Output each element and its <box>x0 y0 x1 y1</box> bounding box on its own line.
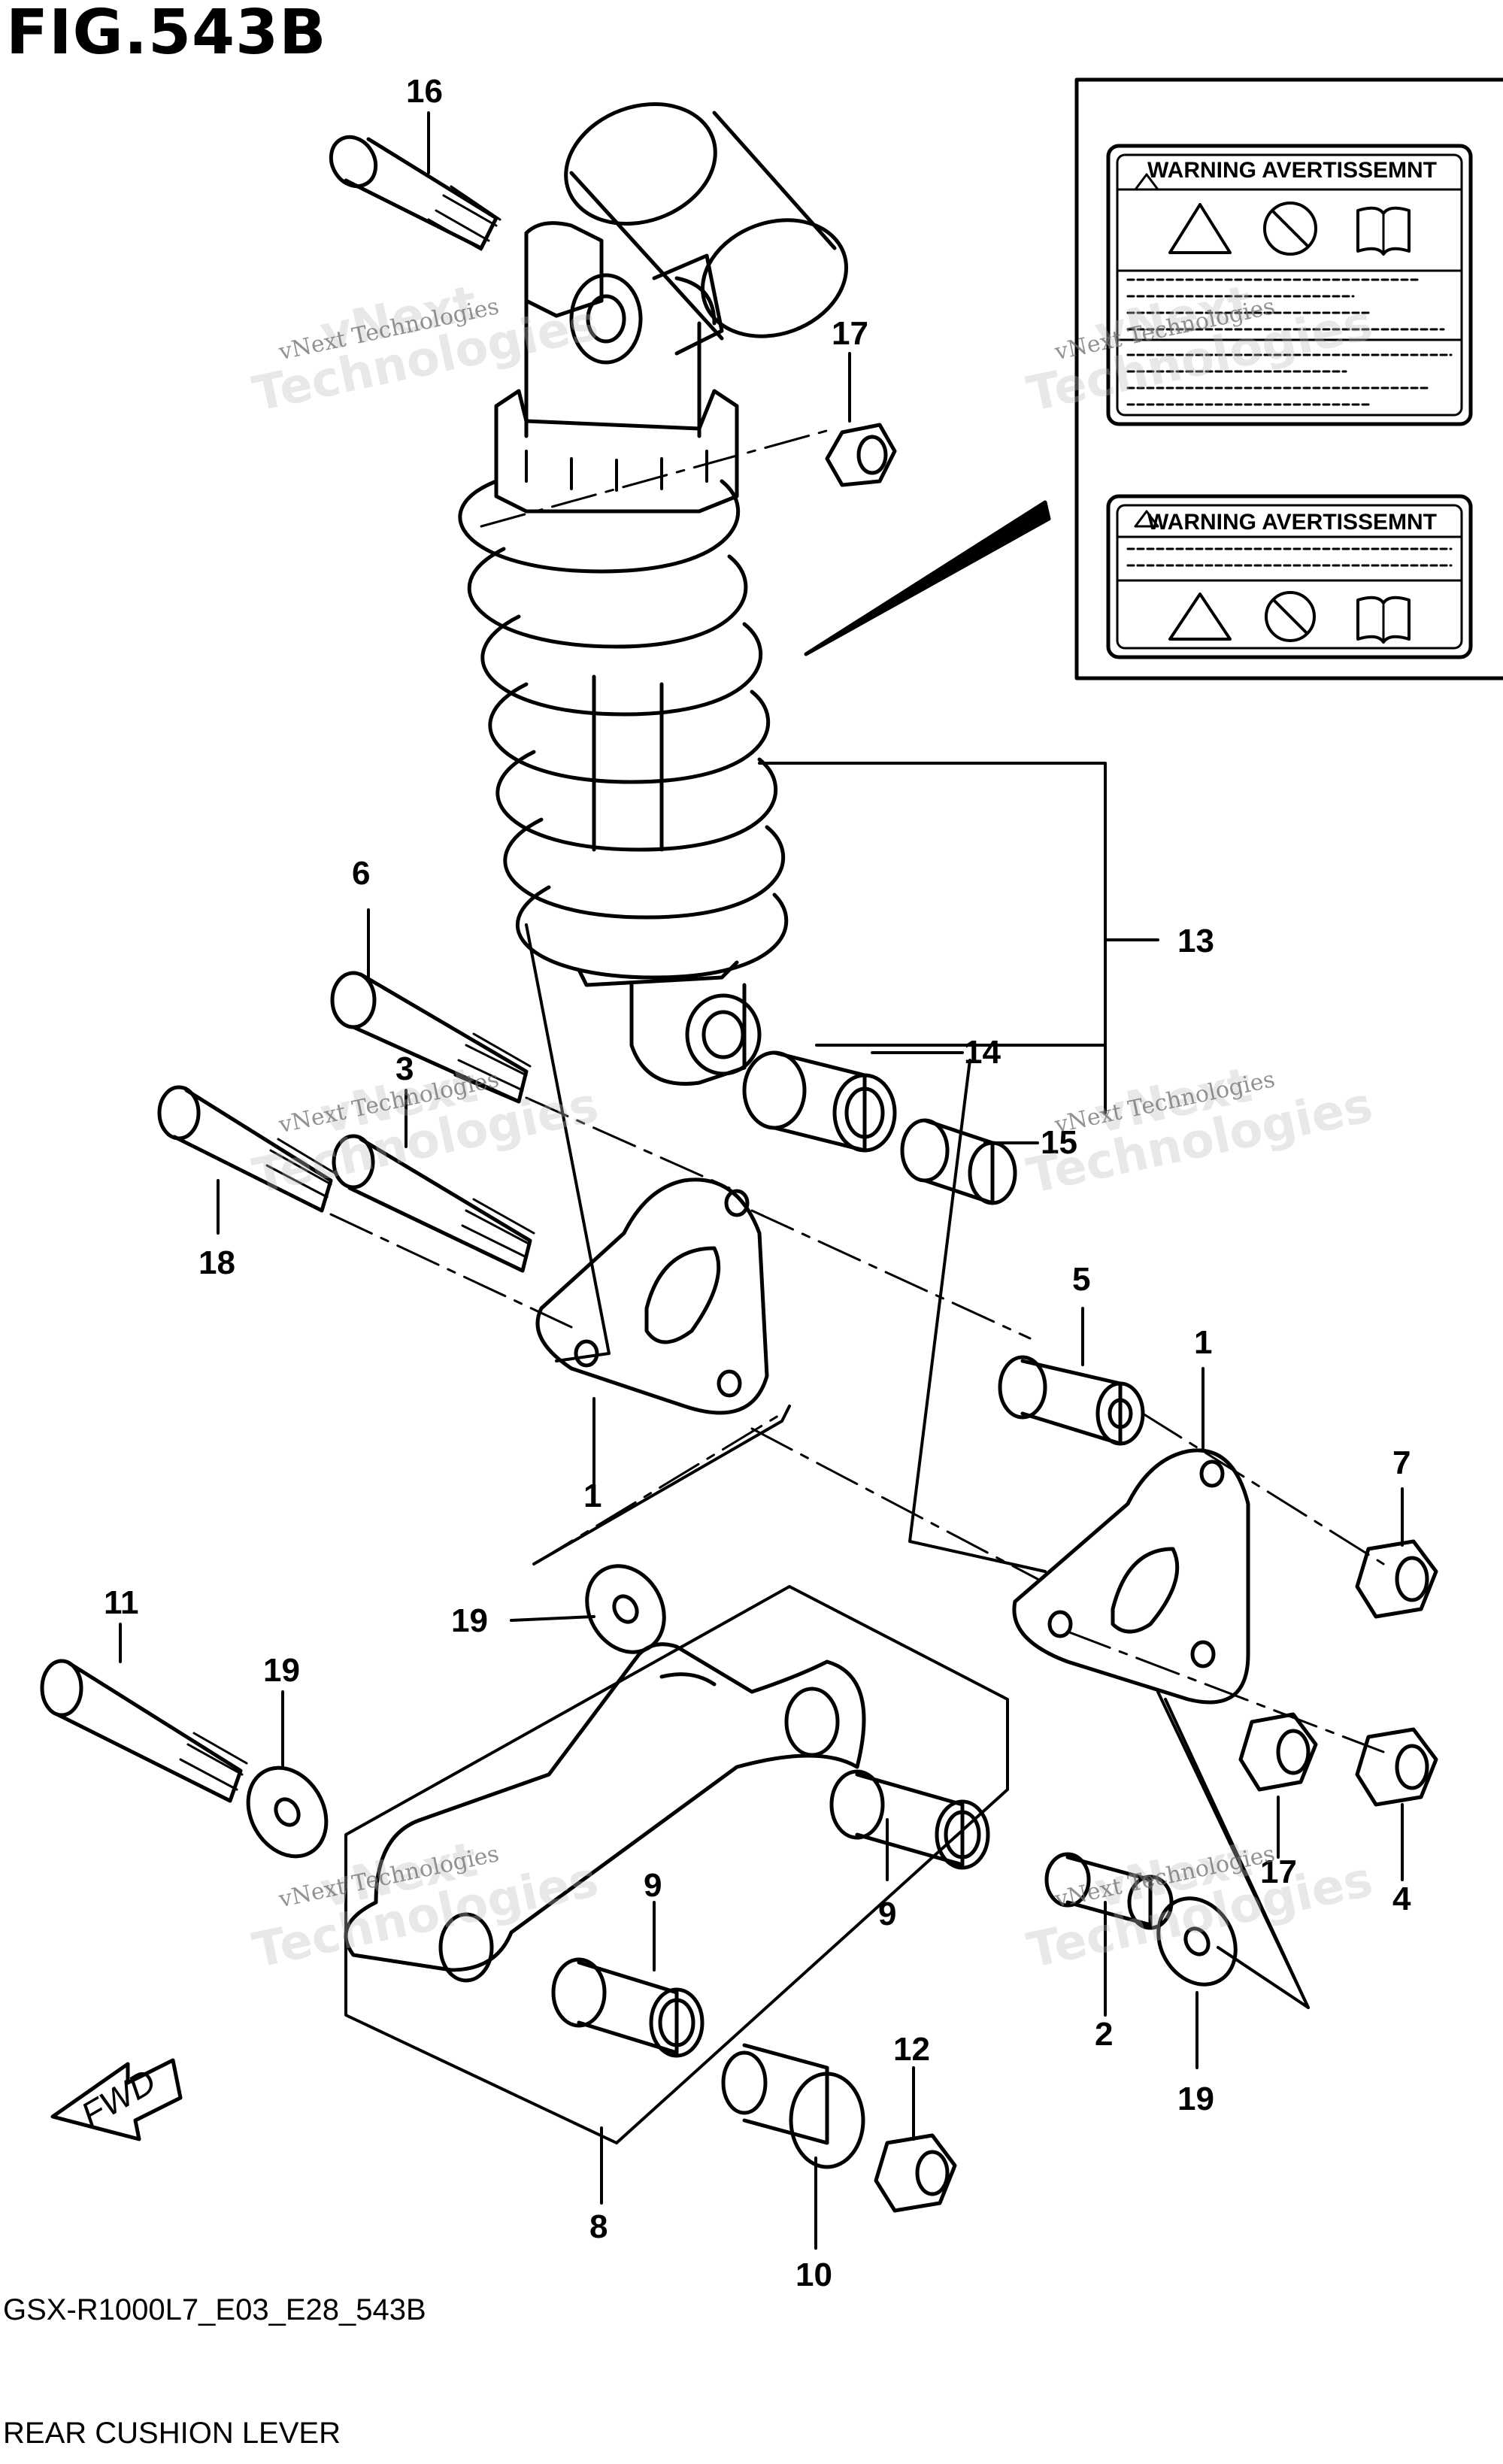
washer-19-right <box>1156 1896 1238 1987</box>
washer-19-upper <box>585 1564 666 1654</box>
bushing-15 <box>900 1118 1017 1205</box>
bolt-6 <box>330 971 532 1104</box>
callout-14: 14 <box>964 1034 1001 1071</box>
callout-3: 3 <box>395 1050 414 1087</box>
callout-9-left: 9 <box>644 1867 662 1904</box>
callout-19-left: 19 <box>263 1652 300 1689</box>
callout-6: 6 <box>352 855 370 892</box>
callout-10: 10 <box>795 2256 832 2293</box>
callout-8: 8 <box>589 2208 608 2245</box>
figure-title: FIG.543B <box>6 0 327 68</box>
warning-label-bottom-text: WARNING AVERTISSEMNT <box>1147 510 1437 535</box>
callout-17-lower: 17 <box>1260 1853 1297 1890</box>
figure-code: GSX-R1000L7_E03_E28_543B <box>3 2293 426 2326</box>
lever-8-bracket <box>344 1585 1009 2144</box>
assembly-center-lines <box>329 427 1385 1753</box>
spacer-5 <box>998 1355 1145 1446</box>
callout-13: 13 <box>1177 923 1214 959</box>
callout-1-left: 1 <box>583 1477 602 1514</box>
plate-1-right <box>1012 1448 1250 1705</box>
callout-7: 7 <box>1392 1444 1411 1481</box>
warning-label-inset <box>804 77 1503 680</box>
washer-19-left <box>246 1765 329 1859</box>
bolt-18 <box>157 1085 336 1213</box>
collar-10 <box>721 2043 865 2169</box>
nut-4 <box>1355 1727 1438 1807</box>
plate-1-left <box>535 1177 769 1415</box>
bushing-14 <box>742 1050 897 1153</box>
cushion-lever-8 <box>344 1642 866 1983</box>
callout-18: 18 <box>198 1244 235 1281</box>
callout-11: 11 <box>104 1584 139 1621</box>
bolt-11 <box>40 1659 248 1803</box>
figure-name: REAR CUSHION LEVER <box>3 2417 341 2450</box>
callout-12: 12 <box>893 2031 930 2068</box>
callout-2: 2 <box>1095 2016 1113 2053</box>
nut-17-upper <box>825 423 897 487</box>
callout-19-right: 19 <box>1177 2081 1214 2117</box>
callout-13-bracket <box>758 762 1159 1114</box>
callout-4: 4 <box>1392 1881 1411 1917</box>
callout-1-right: 1 <box>1194 1324 1212 1361</box>
callout-leaders <box>119 111 1404 2250</box>
spacer-2 <box>1044 1852 1174 1930</box>
bushing-9-right <box>829 1769 990 1870</box>
bolt-16 <box>329 135 502 251</box>
nut-7 <box>1355 1539 1438 1619</box>
fwd-arrow <box>50 2058 183 2141</box>
bolt-3 <box>332 1134 535 1273</box>
callout-17-upper: 17 <box>832 315 868 352</box>
assembly-guide-lines <box>525 923 1047 1573</box>
bushing-9-left <box>551 1957 705 2058</box>
callout-9-right: 9 <box>878 1896 896 1932</box>
callout-16: 16 <box>406 73 443 110</box>
callout-5: 5 <box>1072 1261 1090 1298</box>
warning-label-top-text: WARNING AVERTISSEMNT <box>1147 158 1437 183</box>
rear-shock-absorber <box>458 102 849 1086</box>
callout-15: 15 <box>1041 1124 1077 1161</box>
nut-17-lower <box>1238 1712 1318 1792</box>
assembly-guide-triangle <box>1156 1690 1310 2009</box>
callout-19-upper: 19 <box>451 1602 488 1639</box>
nut-12 <box>874 2133 957 2213</box>
